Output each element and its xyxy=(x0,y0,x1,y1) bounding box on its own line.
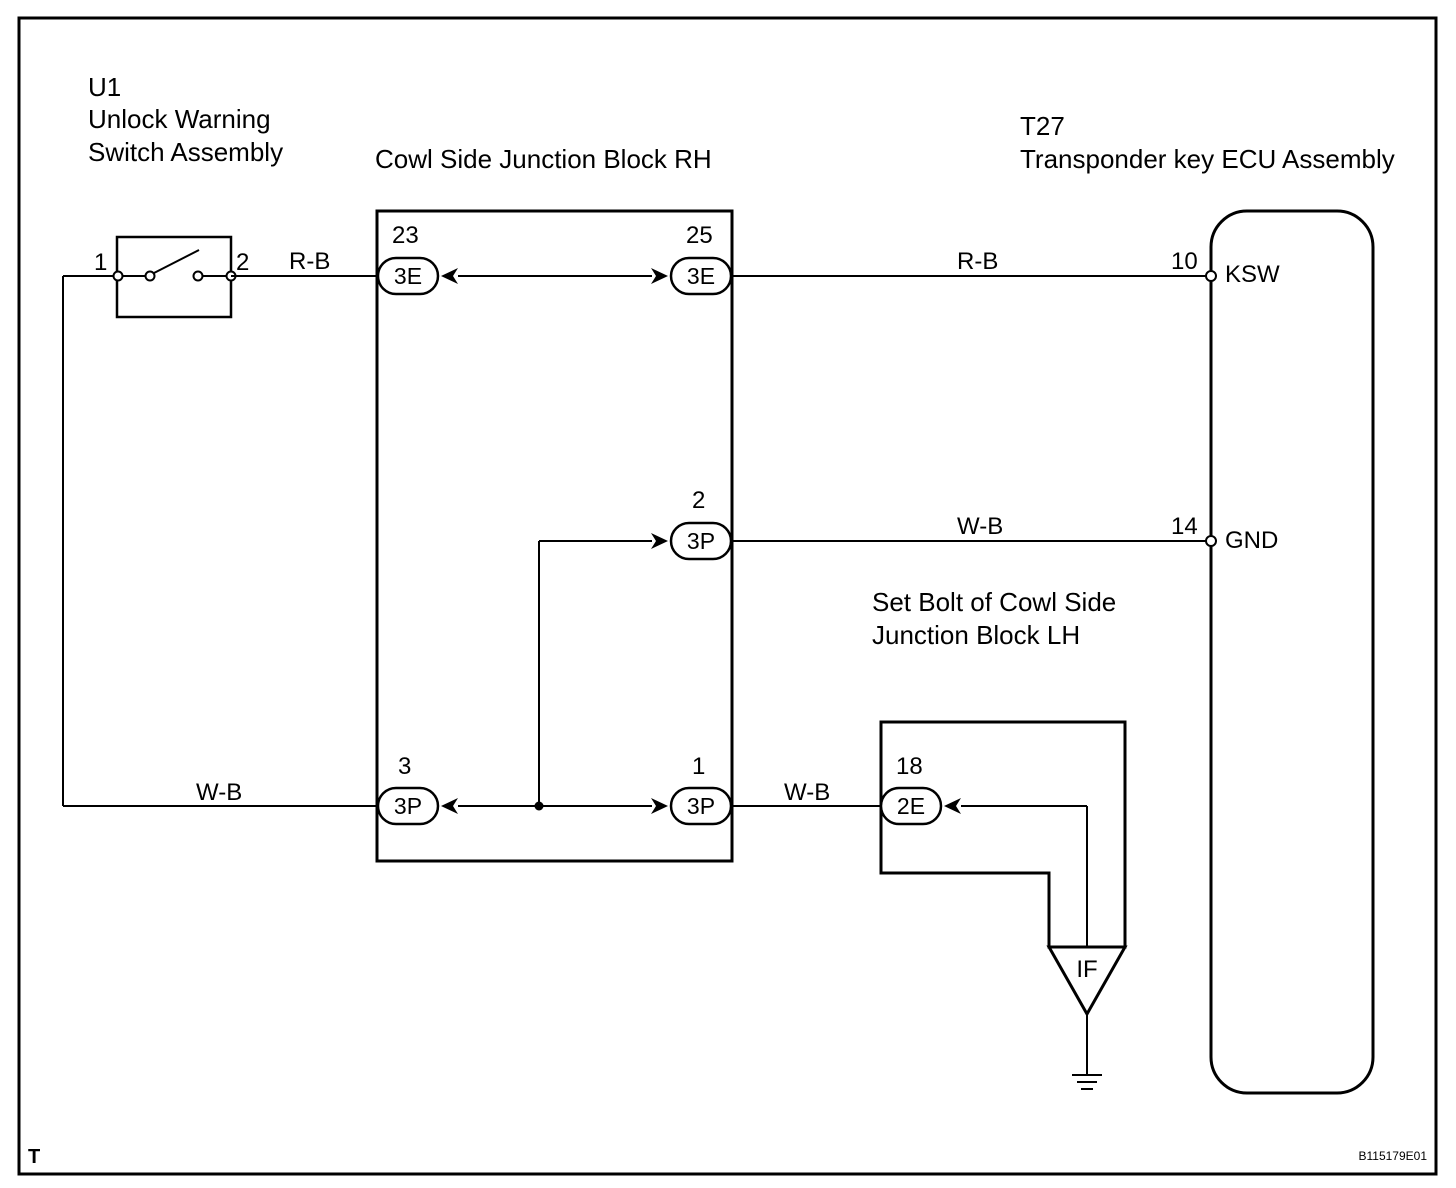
u1-code: U1 xyxy=(88,72,121,102)
connector-2-pin: 2 xyxy=(692,487,705,514)
ecu-pin-ksw-name: KSW xyxy=(1225,261,1280,288)
ground-icon xyxy=(1072,1014,1102,1090)
connector-arrow-left-icon xyxy=(944,798,961,814)
wire-label-rb-left: R-B xyxy=(289,248,330,275)
connector-arrow-left-icon xyxy=(441,798,458,814)
outer-frame xyxy=(17,16,1438,1176)
ground-point-triangle xyxy=(1046,945,1128,1018)
u1-pin2: 2 xyxy=(236,249,249,276)
connector-1-pin: 1 xyxy=(692,753,705,780)
connector-1-code: 3P xyxy=(687,793,715,819)
t27-code: T27 xyxy=(1020,111,1065,141)
ecu-pin-ksw-terminal xyxy=(1205,270,1217,282)
connector-2: 2 3P xyxy=(651,487,733,561)
connector-arrow-left-icon xyxy=(441,268,458,284)
wire-junction-dot xyxy=(534,801,544,811)
wire-label-wb-mid: W-B xyxy=(784,779,830,806)
figure-id: B115179E01 xyxy=(1358,1149,1427,1163)
t27-name: Transponder key ECU Assembly xyxy=(1020,144,1395,174)
connector-18-code: 2E xyxy=(897,793,925,819)
connector-25-pin: 25 xyxy=(686,222,713,249)
connector-3: 3 3P xyxy=(376,753,458,826)
ecu-pin-gnd-terminal xyxy=(1205,535,1217,547)
connector-3-code: 3P xyxy=(394,793,422,819)
switch-symbol-icon xyxy=(63,249,237,282)
t27-ecu-box xyxy=(1209,209,1375,1095)
wire-label-wb-left: W-B xyxy=(196,779,242,806)
connector-18-pin: 18 xyxy=(896,753,923,780)
u1-pin1: 1 xyxy=(94,249,107,276)
u1-name-line1: Unlock Warning xyxy=(88,104,271,134)
cowl-rh-box xyxy=(375,209,734,863)
connector-arrow-right-icon xyxy=(651,798,668,814)
ecu-pin-gnd-name: GND xyxy=(1225,527,1278,554)
connector-arrow-right-icon xyxy=(651,533,668,549)
connector-23-pin: 23 xyxy=(392,222,419,249)
connector-18: 18 2E xyxy=(879,753,961,826)
cowl-rh-title: Cowl Side Junction Block RH xyxy=(375,144,712,174)
corner-mark: T xyxy=(28,1146,40,1168)
connector-23: 23 3E xyxy=(376,222,458,296)
connector-arrow-right-icon xyxy=(651,268,668,284)
set-bolt-name-line2: Junction Block LH xyxy=(872,620,1080,650)
connector-1: 1 3P xyxy=(651,753,733,826)
set-bolt-name-line1: Set Bolt of Cowl Side xyxy=(872,587,1116,617)
wire-label-wb-gnd: W-B xyxy=(957,513,1003,540)
u1-name-line2: Switch Assembly xyxy=(88,137,283,167)
ecu-pin-ksw-num: 10 xyxy=(1171,248,1198,275)
ground-point-label: IF xyxy=(1076,956,1097,983)
connector-25-code: 3E xyxy=(687,263,715,289)
connector-3-pin: 3 xyxy=(398,753,411,780)
ecu-pin-gnd-num: 14 xyxy=(1171,513,1198,540)
connector-23-code: 3E xyxy=(394,263,422,289)
wire-label-rb-right: R-B xyxy=(957,248,998,275)
connector-2-code: 3P xyxy=(687,528,715,554)
connector-25: 25 3E xyxy=(651,222,733,296)
